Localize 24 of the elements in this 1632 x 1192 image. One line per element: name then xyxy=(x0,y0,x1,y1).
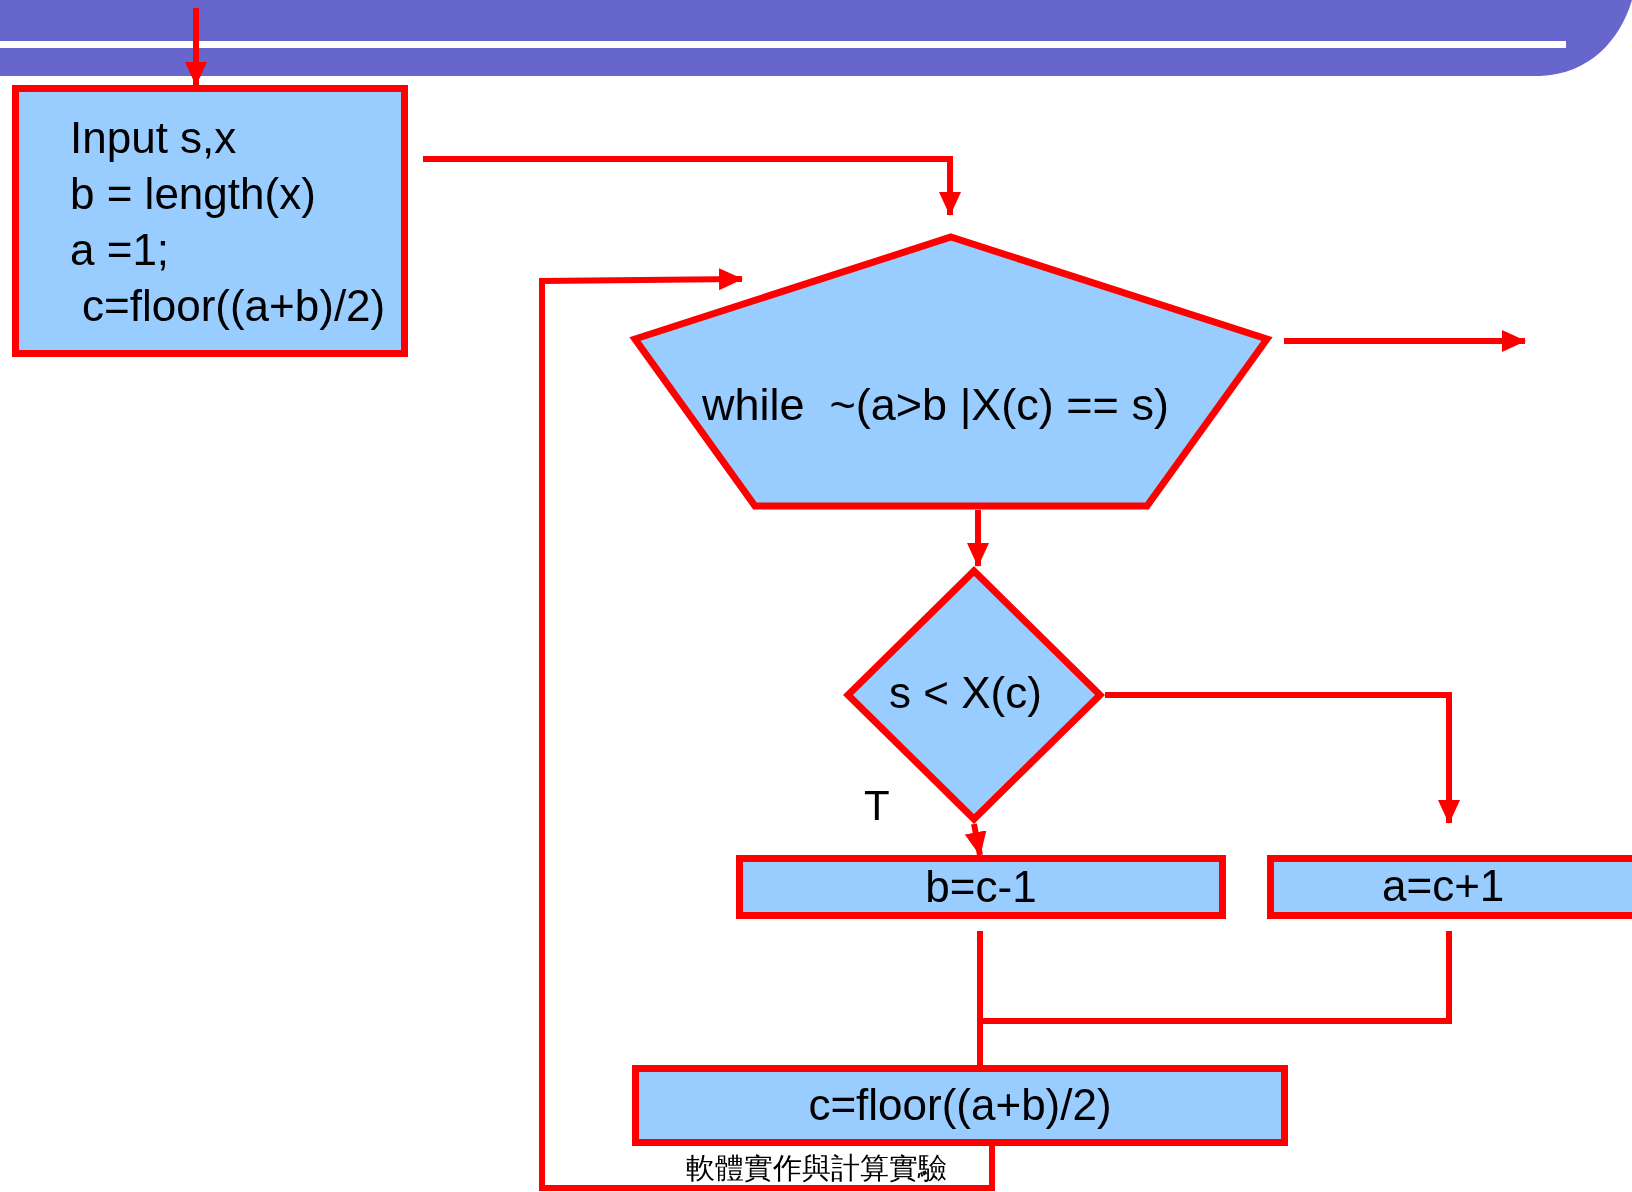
node-text: while ~(a>b |X(c) == s) xyxy=(702,379,1169,431)
connector-arrow xyxy=(539,268,995,1191)
process-box xyxy=(736,855,1226,919)
footer-text: 軟體實作與計算實驗 xyxy=(686,1150,947,1187)
node-text: c=floor((a+b)/2) xyxy=(82,281,386,331)
decision-diamond xyxy=(843,566,1105,824)
node-text: a =1; xyxy=(70,225,170,275)
node-text: b=c-1 xyxy=(924,861,1038,912)
node-text: a=c+1 xyxy=(1382,861,1505,911)
node-text: b = length(x) xyxy=(70,169,316,219)
process-box xyxy=(632,1065,1288,1146)
node-text: s < X(c) xyxy=(889,668,1042,718)
node-text: c=floor((a+b)/2) xyxy=(807,1080,1113,1131)
connector-arrow xyxy=(423,156,961,216)
loop-pentagon xyxy=(630,233,1272,510)
process-box xyxy=(12,85,408,357)
connector-arrow xyxy=(1105,692,1460,824)
connector-arrow xyxy=(185,8,207,86)
connector-arrow xyxy=(967,510,989,567)
node-text: Input s,x xyxy=(70,113,237,163)
process-box xyxy=(1267,855,1632,919)
connector-arrow xyxy=(1284,330,1526,352)
connector-line xyxy=(977,931,1452,1065)
connector-arrow xyxy=(964,823,987,856)
